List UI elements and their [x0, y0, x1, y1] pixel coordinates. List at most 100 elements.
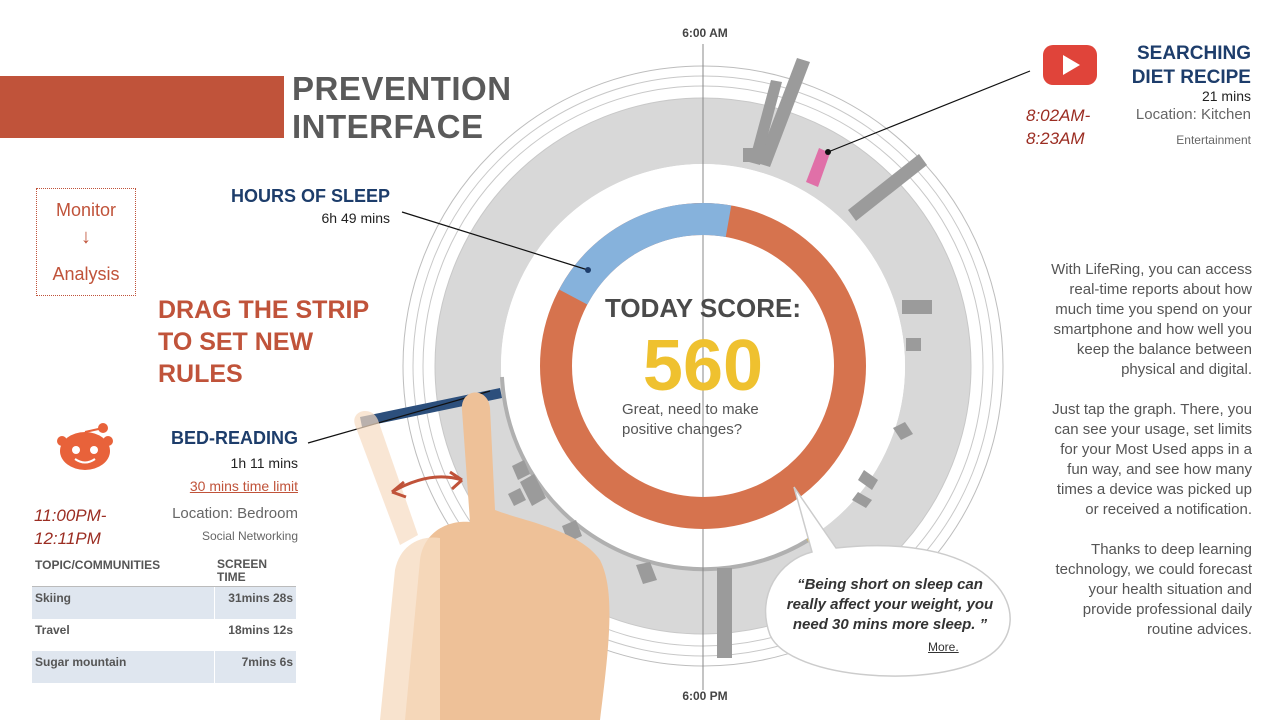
hand-ghost-finger — [354, 410, 418, 545]
description-line: provide professional daily — [1082, 601, 1252, 618]
bed-reading-callout-line — [307, 390, 491, 444]
time-limit-link[interactable]: 30 mins time limit — [189, 478, 298, 494]
title-accent-bar — [0, 76, 284, 138]
description-line: much time you spend on your — [1055, 301, 1252, 318]
usage-bars[interactable] — [508, 58, 932, 658]
column-header-topic: TOPIC/COMMUNITIES — [32, 556, 214, 587]
hand-illustration — [354, 392, 610, 720]
description-line: Just tap the graph. There, you — [1052, 401, 1252, 418]
topic-cell: Skiing — [32, 586, 214, 619]
tip-quote-line2: really affect your weight, you — [786, 596, 994, 613]
search-event-title: SEARCHING DIET RECIPE — [1100, 42, 1251, 90]
sleep-arc[interactable] — [559, 203, 732, 305]
description-line: routine advices. — [1146, 621, 1252, 638]
flow-box — [36, 188, 136, 296]
search-event-time-range: 8:02AM- 8:23AM — [1026, 104, 1116, 150]
sleep-value: 6h 49 mins — [321, 210, 390, 226]
usage-bar — [902, 300, 932, 314]
usage-bar — [749, 80, 782, 165]
search-event-time-start: 8:02AM- — [1026, 106, 1091, 125]
score-title: TODAY SCORE: — [604, 293, 801, 323]
description-line: can see your usage, set limits — [1054, 421, 1252, 438]
flow-step-analysis: Analysis — [52, 264, 120, 284]
flow-arrow-icon: ↓ — [81, 226, 91, 248]
page-title-line1: PREVENTION — [292, 70, 512, 107]
tip-bubble — [764, 486, 1011, 677]
reddit-icon — [57, 423, 113, 470]
bed-reading-title: BED-READING — [170, 428, 298, 448]
sleep-callout-line — [401, 211, 589, 271]
bed-reading-category: Social Networking — [201, 529, 298, 543]
bed-reading-location: Location: Bedroom — [172, 505, 298, 522]
swipe-arrow-head-left — [391, 480, 407, 499]
more-link[interactable]: More. — [928, 640, 959, 654]
description-line: technology, we could forecast — [1055, 561, 1252, 578]
drag-instruction-line1: DRAG THE STRIP — [158, 296, 370, 324]
usage-bar — [906, 338, 921, 351]
bed-reading-duration: 1h 11 mins — [230, 455, 298, 471]
description-paragraph-3: Thanks to deep learning technology, we c… — [1006, 540, 1252, 640]
page-title-line2: INTERFACE — [292, 108, 484, 145]
column-header-screen-time: SCREEN TIME — [214, 556, 296, 587]
bed-reading-time-range: 11:00PM- 12:11PM — [34, 504, 144, 550]
usage-bar — [852, 492, 872, 508]
tip-quote-line3: need 30 mins more sleep. ” — [792, 616, 988, 633]
search-event-location: Location: Kitchen — [1135, 106, 1251, 123]
description-paragraph-2: Just tap the graph. There, you can see y… — [1006, 400, 1252, 520]
description-line: Thanks to deep learning — [1091, 541, 1252, 558]
topics-table: TOPIC/COMMUNITIES SCREEN TIME Skiing 31m… — [32, 556, 296, 683]
description-line: your health situation and — [1088, 581, 1252, 598]
tip-quote: “Being short on sleep can really affect … — [776, 575, 1004, 635]
search-callout-dot — [825, 149, 831, 155]
topics-table-header: TOPIC/COMMUNITIES SCREEN TIME — [32, 556, 296, 587]
description-line: or received a notification. — [1085, 501, 1252, 518]
score-value: 560 — [642, 326, 764, 406]
screen-time-arc — [500, 376, 812, 572]
swipe-arrow — [391, 475, 463, 494]
sleep-callout-dot — [585, 267, 591, 273]
description-line: for your Most Used apps in a — [1060, 441, 1252, 458]
table-row[interactable]: Sugar mountain 7mins 6s — [32, 651, 296, 683]
page-title: PREVENTION INTERFACE — [292, 70, 512, 146]
description-line: With LifeRing, you can access — [1051, 261, 1252, 278]
drag-instruction-line2: TO SET NEW — [158, 328, 314, 356]
search-event-title-line1: SEARCHING — [1136, 43, 1251, 64]
description-paragraph-1: With LifeRing, you can access real-time … — [1006, 260, 1252, 380]
usage-bar — [508, 488, 526, 506]
search-event-time-end: 8:23AM — [1026, 129, 1085, 148]
usage-bar — [717, 568, 732, 658]
usage-bar — [743, 148, 771, 162]
swipe-arrow-head-right — [449, 470, 464, 491]
search-event-title-line2: DIET RECIPE — [1131, 67, 1251, 88]
usage-bar — [520, 474, 546, 506]
youtube-icon[interactable] — [1043, 45, 1097, 85]
clock-label-top: 6:00 AM — [682, 26, 728, 40]
sleep-title: HOURS OF SLEEP — [230, 186, 390, 206]
topic-cell: Travel — [35, 623, 70, 637]
drag-instruction: DRAG THE STRIP TO SET NEW RULES — [158, 294, 398, 390]
description-line: fun way, and see how many — [1067, 461, 1252, 478]
table-row[interactable]: Skiing 31mins 28s — [32, 586, 296, 619]
screen-time-cell: 31mins 28s — [213, 586, 296, 619]
table-row[interactable]: Travel 18mins 12s — [32, 619, 296, 651]
description-line: times a device was picked up — [1056, 481, 1252, 498]
bed-reading-time-start: 11:00PM- — [34, 506, 107, 525]
usage-bar — [636, 562, 657, 584]
usage-bar — [893, 422, 913, 440]
search-callout-line — [827, 70, 1031, 153]
usage-bar — [512, 460, 530, 480]
usage-bar — [757, 58, 810, 167]
search-event-marker[interactable] — [806, 148, 830, 187]
tip-quote-line1: “Being short on sleep can — [797, 576, 983, 593]
flow-step-monitor: Monitor — [55, 200, 117, 220]
search-event-category: Entertainment — [1176, 133, 1251, 147]
bed-reading-time-end: 12:11PM — [34, 529, 101, 548]
usage-bar — [848, 154, 927, 221]
drag-instruction-line3: RULES — [158, 360, 243, 388]
description-line: keep the balance between — [1076, 341, 1252, 358]
hand-palm — [405, 392, 610, 720]
description-line: smartphone and how well you — [1053, 321, 1252, 338]
score-message: Great, need to make positive changes? — [622, 400, 792, 440]
score-message-line2: positive changes? — [622, 421, 743, 438]
